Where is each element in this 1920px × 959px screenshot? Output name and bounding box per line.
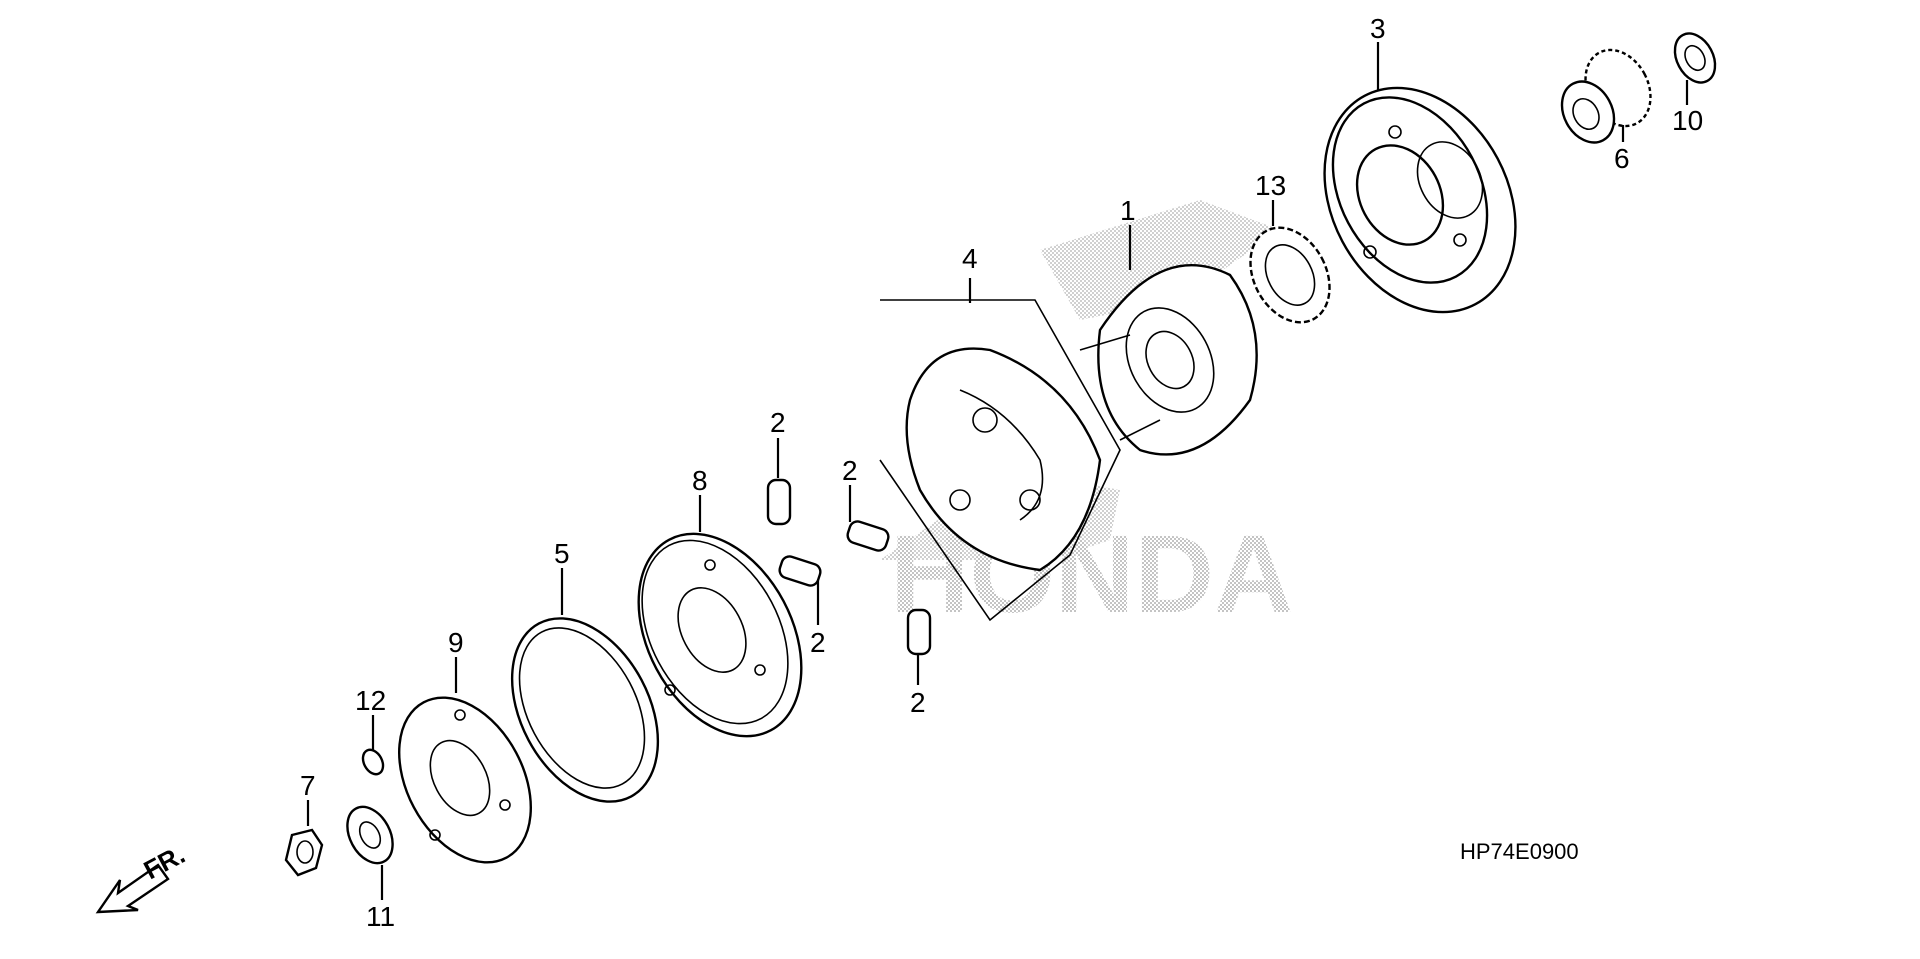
snap-ring <box>361 748 385 776</box>
side-plate <box>637 532 803 738</box>
callout-4: 4 <box>962 243 978 274</box>
callout-5: 5 <box>554 538 570 569</box>
callout-2b: 2 <box>842 455 858 486</box>
callout-9: 9 <box>448 627 464 658</box>
drive-plate <box>1079 264 1258 456</box>
clutch-weight-assembly <box>879 299 1121 622</box>
washer-11 <box>346 805 394 865</box>
callout-6: 6 <box>1614 143 1630 174</box>
spring-d <box>906 608 932 656</box>
callout-12: 12 <box>355 685 386 716</box>
callout-2a: 2 <box>770 407 786 438</box>
seal-ring <box>510 617 660 803</box>
spring-a <box>766 478 792 526</box>
callout-13: 13 <box>1255 170 1286 201</box>
washer-10 <box>1673 32 1717 84</box>
callout-1: 1 <box>1120 195 1136 226</box>
callout-7: 7 <box>300 770 316 801</box>
spring-c <box>778 555 822 587</box>
callout-labels: 1 2 2 2 2 3 4 5 6 7 8 9 10 11 12 13 <box>300 13 1703 932</box>
clutch-outer-drum <box>1323 86 1517 314</box>
primary-drive-gear <box>1560 48 1652 144</box>
watermark-text: HONDA <box>890 513 1293 636</box>
spring-b <box>846 520 890 552</box>
callout-8: 8 <box>692 465 708 496</box>
plate-9 <box>398 696 532 864</box>
callout-11: 11 <box>366 901 395 932</box>
one-way-clutch <box>1249 226 1331 324</box>
clutch-springs <box>766 478 932 656</box>
callout-2d: 2 <box>910 687 926 718</box>
leader-lines <box>306 42 1689 900</box>
lock-nut <box>284 828 324 877</box>
front-arrow-icon <box>95 863 170 914</box>
callout-10: 10 <box>1672 105 1703 136</box>
front-direction-indicator: FR. <box>95 839 190 914</box>
callout-2c: 2 <box>810 627 826 658</box>
callout-3: 3 <box>1370 13 1386 44</box>
diagram-code: HP74E0900 <box>1460 839 1579 864</box>
